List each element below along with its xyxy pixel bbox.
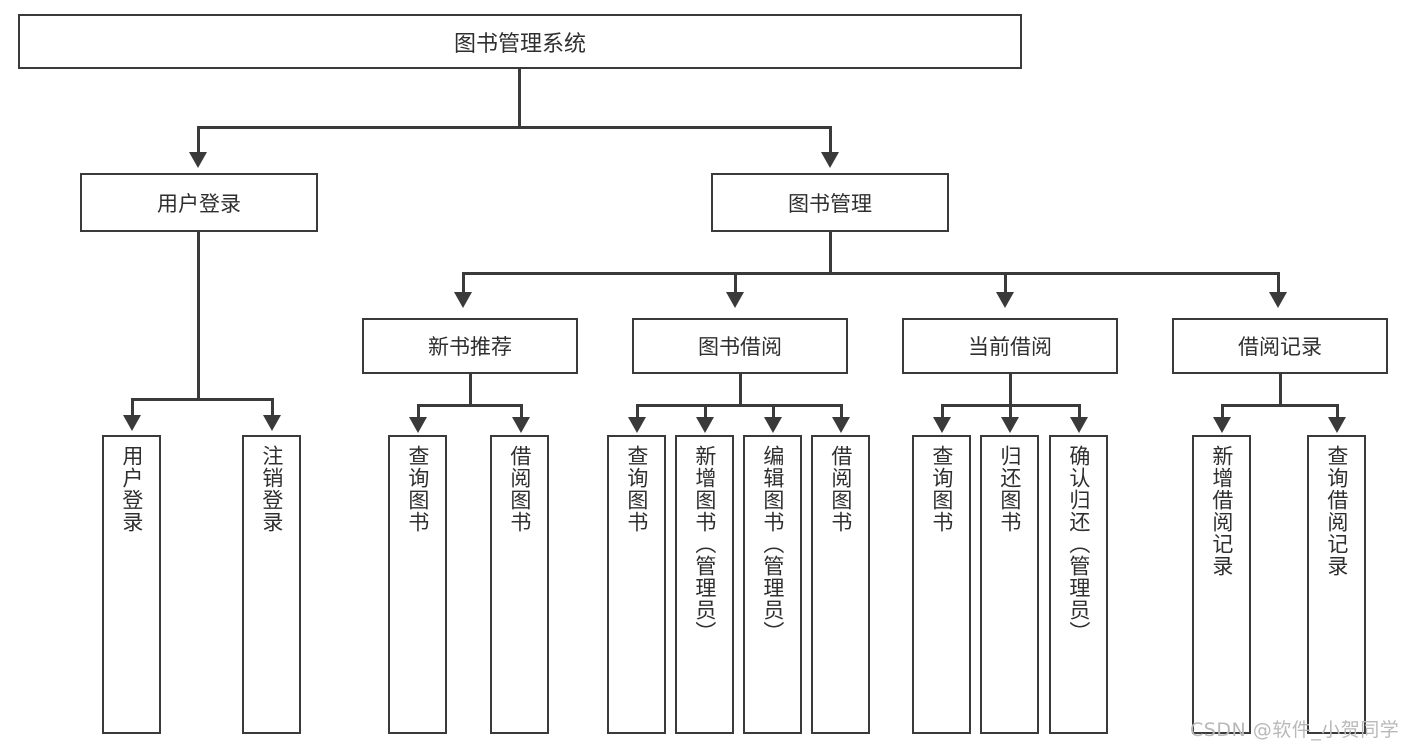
connector-root-to-bookmgmt <box>829 126 832 154</box>
node-root-system[interactable]: 图书管理系统 <box>18 14 1022 69</box>
connector-login-bar <box>131 398 274 401</box>
connector-recommend-bar <box>417 404 523 407</box>
csdn-watermark: CSDN @软件_小贺同学 <box>1190 719 1400 741</box>
connector-recommend-drop-2 <box>520 404 523 419</box>
connector-current-drop-1 <box>941 404 944 419</box>
arrow-record-leaf-2 <box>1328 417 1346 433</box>
arrow-bookmgmt-child-2 <box>726 292 744 308</box>
connector-borrow-stem <box>739 374 742 404</box>
connector-borrow-bar <box>636 404 843 407</box>
node-label: 借阅记录 <box>1238 335 1322 359</box>
arrow-bookmgmt-child-3 <box>996 292 1014 308</box>
node-borrow-record[interactable]: 借阅记录 <box>1172 318 1388 374</box>
arrow-borrow-leaf-2 <box>696 417 714 433</box>
arrow-login-leaf-1 <box>123 415 141 431</box>
node-label: 图书管理 <box>788 191 872 216</box>
leaf-label: 查询图书 <box>624 445 649 533</box>
node-label: 图书借阅 <box>698 335 782 359</box>
connector-recommend-stem <box>469 374 472 404</box>
connector-bookmgmt-drop-4 <box>1277 272 1280 294</box>
arrow-root-to-bookmgmt <box>821 152 839 168</box>
leaf-label: 查询图书 <box>929 445 954 533</box>
arrow-login-leaf-2 <box>263 415 281 431</box>
arrow-borrow-leaf-1 <box>628 417 646 433</box>
leaf-label: 确认归还（管理员） <box>1066 445 1091 643</box>
connector-login-stem <box>197 232 200 398</box>
leaf-label: 用户登录 <box>119 445 144 533</box>
node-label: 图书管理系统 <box>453 31 586 57</box>
leaf-label: 编辑图书（管理员） <box>760 445 785 643</box>
leaf-borrow-book[interactable]: 借阅图书 <box>811 435 870 734</box>
connector-bookmgmt-drop-2 <box>734 272 737 294</box>
node-label: 当前借阅 <box>968 335 1052 359</box>
connector-borrow-drop-4 <box>840 404 843 419</box>
arrow-bookmgmt-child-4 <box>1269 292 1287 308</box>
node-current-borrow[interactable]: 当前借阅 <box>902 318 1118 374</box>
leaf-label: 注销登录 <box>259 445 284 533</box>
leaf-label: 查询图书 <box>405 445 430 533</box>
leaf-add-borrow-record[interactable]: 新增借阅记录 <box>1192 435 1251 734</box>
connector-current-drop-2 <box>1009 404 1012 419</box>
connector-bookmgmt-drop-1 <box>462 272 465 294</box>
connector-root-stem <box>518 69 521 126</box>
connector-bookmgmt-stem <box>829 232 832 272</box>
leaf-add-book-admin[interactable]: 新增图书（管理员） <box>675 435 734 734</box>
leaf-user-login[interactable]: 用户登录 <box>102 435 161 734</box>
leaf-edit-book-admin[interactable]: 编辑图书（管理员） <box>743 435 802 734</box>
connector-borrow-drop-3 <box>772 404 775 419</box>
node-label: 用户登录 <box>157 191 241 216</box>
connector-login-drop-1 <box>131 398 134 417</box>
connector-record-stem <box>1279 374 1282 404</box>
node-book-management[interactable]: 图书管理 <box>711 173 949 232</box>
leaf-logout-login[interactable]: 注销登录 <box>242 435 301 734</box>
leaf-return-book[interactable]: 归还图书 <box>980 435 1039 734</box>
connector-record-drop-2 <box>1336 404 1339 419</box>
leaf-query-borrow-record[interactable]: 查询借阅记录 <box>1307 435 1366 734</box>
node-new-book-recommend[interactable]: 新书推荐 <box>362 318 578 374</box>
leaf-label: 借阅图书 <box>828 445 853 533</box>
connector-root-bar <box>197 126 831 129</box>
arrow-borrow-leaf-3 <box>764 417 782 433</box>
connector-recommend-drop-1 <box>417 404 420 419</box>
leaf-borrow-book-recommend[interactable]: 借阅图书 <box>490 435 549 734</box>
connector-current-stem <box>1009 374 1012 404</box>
leaf-label: 借阅图书 <box>507 445 532 533</box>
connector-login-drop-2 <box>271 398 274 417</box>
leaf-confirm-return-admin[interactable]: 确认归还（管理员） <box>1049 435 1108 734</box>
arrow-bookmgmt-child-1 <box>454 292 472 308</box>
leaf-label: 查询借阅记录 <box>1324 445 1349 577</box>
leaf-label: 新增借阅记录 <box>1209 445 1234 577</box>
leaf-label: 归还图书 <box>997 445 1022 533</box>
arrow-recommend-leaf-2 <box>512 417 530 433</box>
arrow-borrow-leaf-4 <box>832 417 850 433</box>
leaf-query-book-borrow[interactable]: 查询图书 <box>607 435 666 734</box>
node-user-login[interactable]: 用户登录 <box>80 173 318 232</box>
arrow-root-to-login <box>189 152 207 168</box>
connector-bookmgmt-drop-3 <box>1004 272 1007 294</box>
connector-current-drop-3 <box>1078 404 1081 419</box>
leaf-query-book-current[interactable]: 查询图书 <box>912 435 971 734</box>
node-label: 新书推荐 <box>428 335 512 359</box>
leaf-label: 新增图书（管理员） <box>692 445 717 643</box>
arrow-record-leaf-1 <box>1213 417 1231 433</box>
connector-root-to-login <box>197 126 200 154</box>
connector-borrow-drop-1 <box>636 404 639 419</box>
arrow-recommend-leaf-1 <box>409 417 427 433</box>
connector-record-bar <box>1221 404 1339 407</box>
connector-record-drop-1 <box>1221 404 1224 419</box>
leaf-query-book-recommend[interactable]: 查询图书 <box>388 435 447 734</box>
connector-borrow-drop-2 <box>704 404 707 419</box>
node-book-borrow[interactable]: 图书借阅 <box>632 318 848 374</box>
arrow-current-leaf-2 <box>1001 417 1019 433</box>
arrow-current-leaf-1 <box>933 417 951 433</box>
arrow-current-leaf-3 <box>1070 417 1088 433</box>
connector-bookmgmt-bar <box>462 272 1280 275</box>
